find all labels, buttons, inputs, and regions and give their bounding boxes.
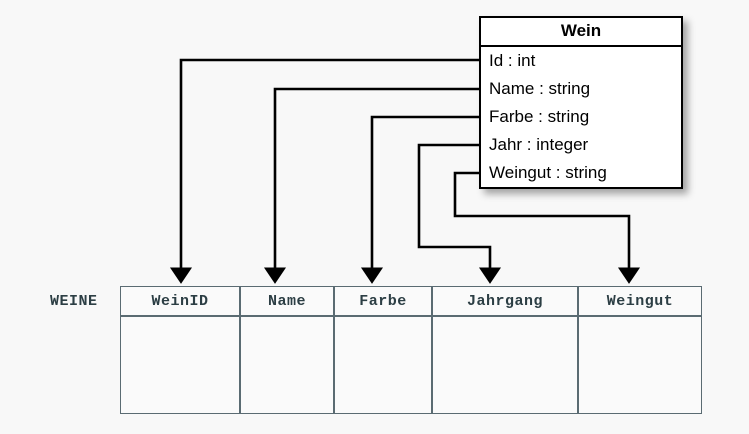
table-header-jahrgang[interactable]: Jahrgang bbox=[432, 286, 578, 316]
connector-id-to-weinid bbox=[169, 58, 479, 284]
table-row bbox=[120, 316, 702, 414]
uml-attribute-list: Id : int Name : string Farbe : string Ja… bbox=[481, 46, 681, 187]
uml-attribute-weingut[interactable]: Weingut : string bbox=[489, 162, 607, 182]
table-cell-name[interactable] bbox=[240, 316, 334, 414]
uml-attribute-farbe[interactable]: Farbe : string bbox=[489, 106, 590, 126]
uml-class-name: Wein bbox=[481, 18, 681, 47]
table-cell-weingut[interactable] bbox=[578, 316, 702, 414]
table-header-weinid[interactable]: WeinID bbox=[120, 286, 240, 316]
connector-farbe-to-farbe bbox=[360, 115, 479, 284]
table-header-name[interactable]: Name bbox=[240, 286, 334, 316]
uml-attribute-jahr[interactable]: Jahr : integer bbox=[489, 134, 589, 154]
table-cell-farbe[interactable] bbox=[334, 316, 432, 414]
table-header-row: WeinID Name Farbe Jahrgang Weingut bbox=[120, 286, 702, 316]
connector-name-to-name bbox=[263, 87, 479, 284]
table-header-farbe[interactable]: Farbe bbox=[334, 286, 432, 316]
uml-class-box[interactable]: Wein Id : int Name : string Farbe : stri… bbox=[479, 16, 683, 189]
table-cell-jahrgang[interactable] bbox=[432, 316, 578, 414]
table-header-weingut[interactable]: Weingut bbox=[578, 286, 702, 316]
uml-attribute-name[interactable]: Name : string bbox=[489, 78, 591, 98]
relational-table[interactable]: WeinID Name Farbe Jahrgang Weingut bbox=[120, 286, 702, 414]
relational-table-name: WEINE bbox=[50, 293, 98, 310]
uml-attribute-id[interactable]: Id : int bbox=[489, 50, 536, 70]
table-cell-weinid[interactable] bbox=[120, 316, 240, 414]
